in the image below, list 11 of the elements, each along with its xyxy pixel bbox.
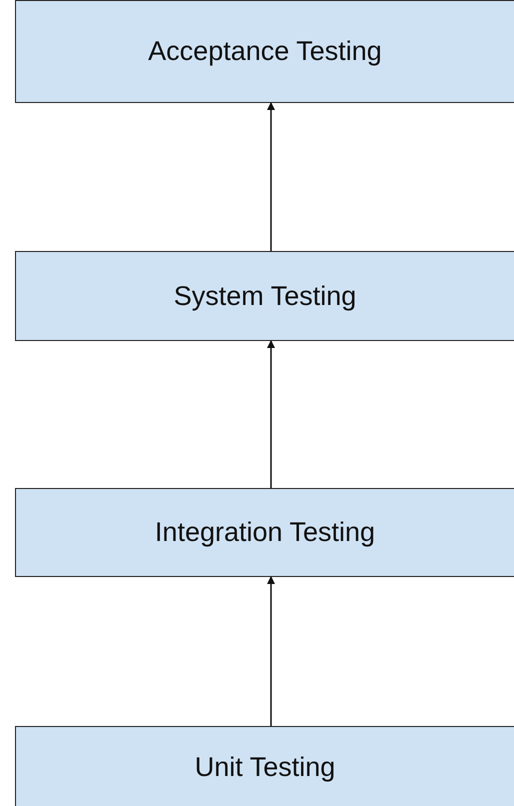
process-box xyxy=(15,488,514,577)
box-label: Integration Testing xyxy=(154,517,376,548)
process-box xyxy=(15,726,514,806)
process-box xyxy=(15,0,514,103)
box-label: System Testing xyxy=(174,280,356,312)
arrow xyxy=(267,102,275,251)
box-label: Acceptance Testing xyxy=(148,36,382,67)
box-label: Unit Testing xyxy=(194,752,336,782)
process-box xyxy=(15,251,514,341)
arrow xyxy=(267,576,275,726)
arrow xyxy=(267,340,275,488)
